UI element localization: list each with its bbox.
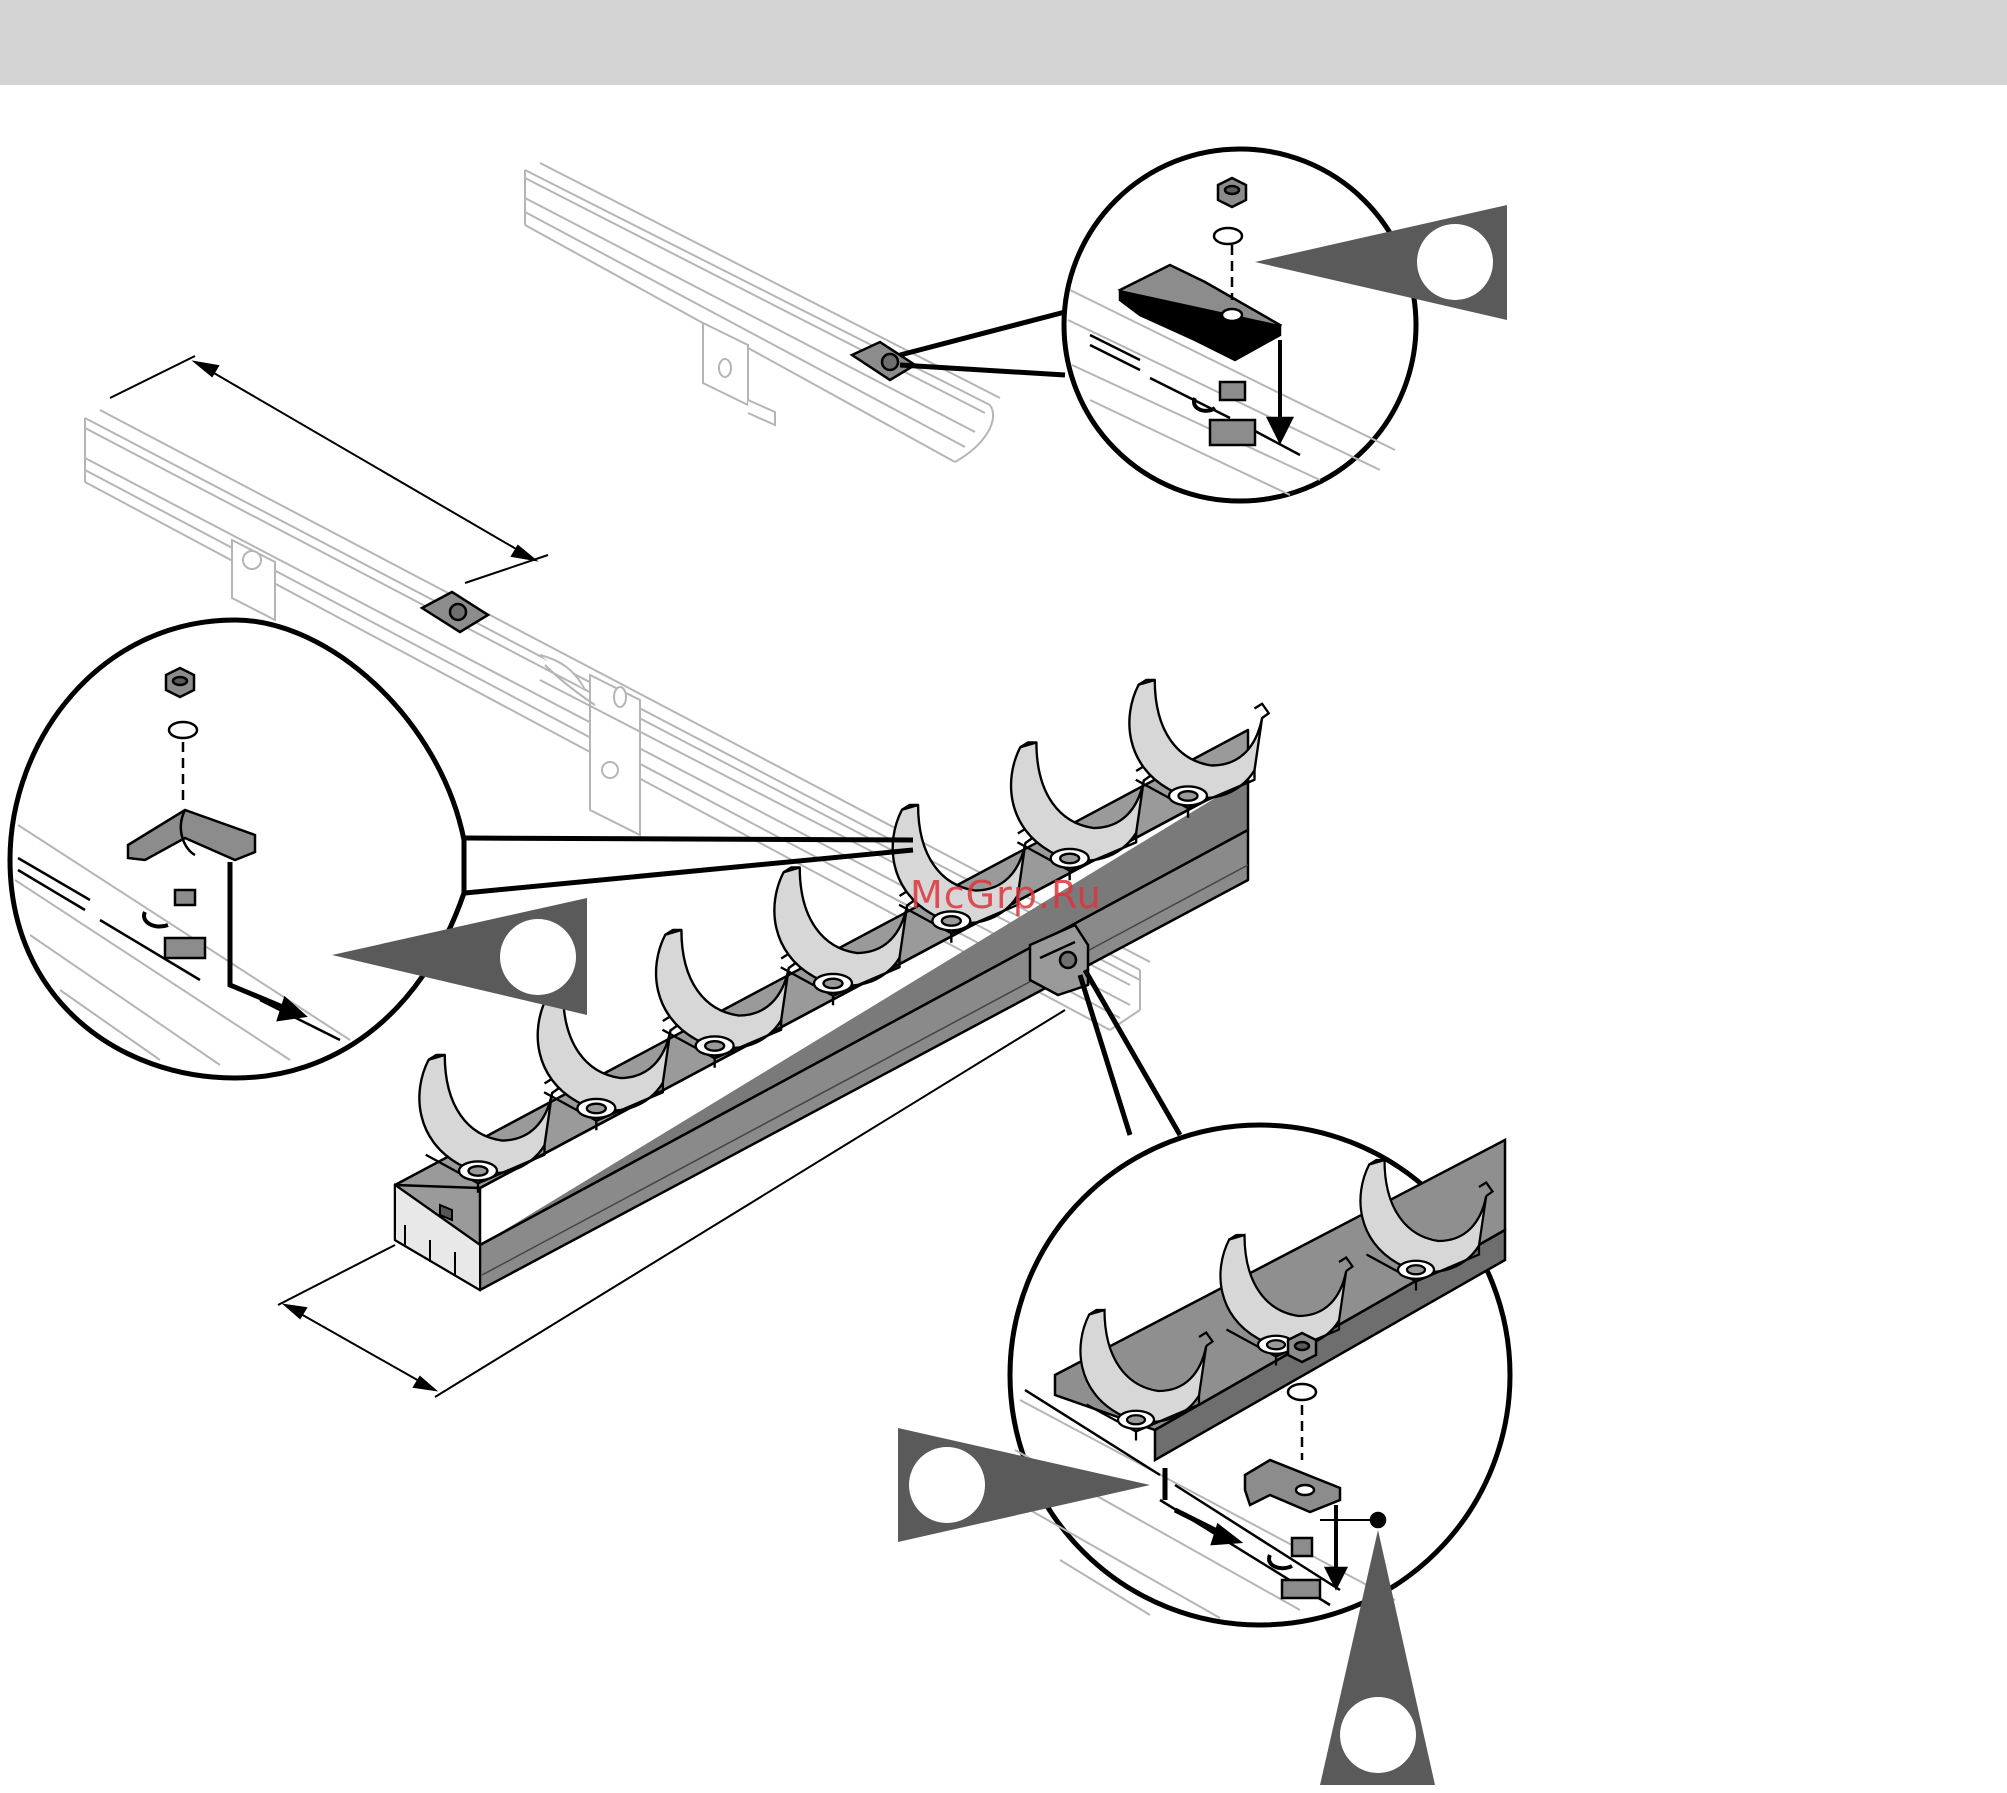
rail-clamp-lower [422, 592, 488, 632]
watermark-text: McGrp.Ru [910, 873, 1102, 917]
detail-circle-slide-nut [1010, 1125, 1510, 1625]
upper-rail-bracket [703, 323, 775, 425]
detail-circle-profile-clamp [10, 620, 464, 1078]
detail-circle-clamp-plate [1064, 149, 1416, 501]
rail-clamp-upper [852, 342, 915, 380]
leader-lines [465, 312, 1180, 1135]
dimension-rail-spacing [110, 356, 548, 583]
